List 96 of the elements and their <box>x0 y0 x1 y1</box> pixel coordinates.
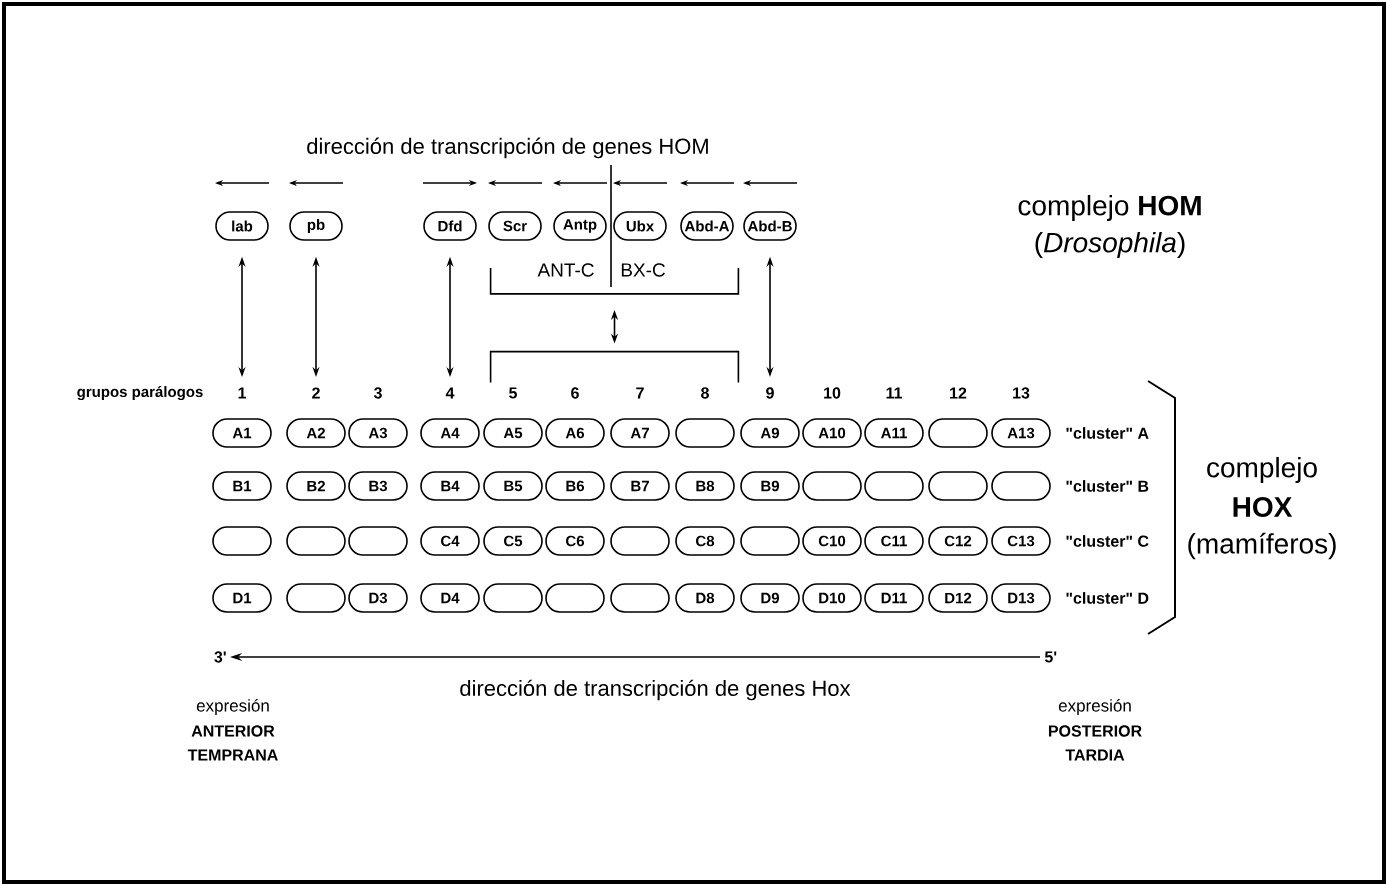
gene-pill: C4 <box>420 526 480 556</box>
gene-pill: Ubx <box>613 211 667 241</box>
gene-pill: lab <box>215 211 269 241</box>
expression-label: TEMPRANA <box>187 749 278 761</box>
row-label: "cluster" D <box>1066 592 1149 604</box>
group-number: 5 <box>509 387 517 399</box>
gene-pill: D8 <box>675 583 735 613</box>
gene-pill: A10 <box>802 418 862 448</box>
group-number: 2 <box>312 387 320 399</box>
gene-pill: C8 <box>675 526 735 556</box>
complex-label: (Drosophila) <box>1035 231 1185 259</box>
gene-pill: D13 <box>991 583 1051 613</box>
group-number: 12 <box>950 387 967 399</box>
gene-pill: B8 <box>675 471 735 501</box>
gene-pill: B7 <box>610 471 670 501</box>
gene-pill <box>483 583 543 613</box>
axis-caption: dirección de transcripción de genes Hox <box>460 679 851 701</box>
gene-pill <box>675 418 735 448</box>
expression-label: expresión <box>1058 698 1131 715</box>
gene-pill <box>610 526 670 556</box>
gene-pill: Abd-B <box>743 211 797 241</box>
gene-pill: A7 <box>610 418 670 448</box>
gene-pill: D1 <box>212 583 272 613</box>
gene-pill: C11 <box>864 526 924 556</box>
end-label: 5' <box>1044 651 1057 663</box>
group-number: 8 <box>701 387 709 399</box>
gene-pill: A4 <box>420 418 480 448</box>
gene-pill: C12 <box>928 526 988 556</box>
gene-pill: B2 <box>286 471 346 501</box>
gene-pill: D9 <box>740 583 800 613</box>
gene-pill <box>740 526 800 556</box>
complex-label: (mamíferos) <box>1188 532 1336 560</box>
gene-pill: B1 <box>212 471 272 501</box>
gene-pill: A6 <box>545 418 605 448</box>
gene-pill: A1 <box>212 418 272 448</box>
bracket <box>489 350 740 384</box>
complex-label: HOX <box>1233 497 1293 517</box>
gene-pill <box>610 583 670 613</box>
gene-pill <box>928 418 988 448</box>
gene-pill: B5 <box>483 471 543 501</box>
row-label: grupos parálogos <box>77 385 203 401</box>
gene-pill: A2 <box>286 418 346 448</box>
group-number: 4 <box>445 387 455 399</box>
gene-pill: pb <box>289 211 343 241</box>
gene-pill: Antp <box>553 211 607 241</box>
gene-pill <box>286 526 346 556</box>
gene-pill <box>545 583 605 613</box>
gene-pill: C13 <box>991 526 1051 556</box>
gene-pill <box>864 471 924 501</box>
gene-pill: B9 <box>740 471 800 501</box>
group-number: 13 <box>1013 387 1030 399</box>
end-label: 3' <box>214 651 226 663</box>
gene-pill: A9 <box>740 418 800 448</box>
gene-pill: D4 <box>420 583 480 613</box>
gene-pill: D12 <box>928 583 988 613</box>
group-number: 1 <box>238 387 246 399</box>
row-label: "cluster" C <box>1066 535 1149 547</box>
gene-pill <box>348 526 408 556</box>
gene-pill: A13 <box>991 418 1051 448</box>
gene-pill: D10 <box>802 583 862 613</box>
gene-pill: B4 <box>420 471 480 501</box>
expression-label: expresión <box>196 698 269 715</box>
gene-pill <box>212 526 272 556</box>
gene-pill: Scr <box>488 211 542 241</box>
gene-pill: C6 <box>545 526 605 556</box>
gene-pill: D11 <box>864 583 924 613</box>
gene-pill: A5 <box>483 418 543 448</box>
cluster-name: BX-C <box>621 263 665 277</box>
gene-pill: C10 <box>802 526 862 556</box>
row-label: "cluster" A <box>1066 427 1149 439</box>
gene-pill <box>991 471 1051 501</box>
gene-pill <box>286 583 346 613</box>
expression-label: ANTERIOR <box>191 725 275 737</box>
gene-pill: C5 <box>483 526 543 556</box>
group-number: 11 <box>886 387 902 399</box>
gene-pill <box>802 471 862 501</box>
gene-pill: B6 <box>545 471 605 501</box>
gene-pill: A3 <box>348 418 408 448</box>
gene-pill: D3 <box>348 583 408 613</box>
group-number: 7 <box>636 387 644 399</box>
group-number: 10 <box>824 387 841 399</box>
gene-pill: A11 <box>864 418 924 448</box>
expression-label: TARDIA <box>1065 749 1125 761</box>
row-label: "cluster" B <box>1066 480 1149 492</box>
group-number: 6 <box>571 387 579 399</box>
cluster-name: ANT-C <box>537 263 594 277</box>
gene-pill <box>928 471 988 501</box>
gene-pill: Dfd <box>423 211 477 241</box>
group-number: 3 <box>373 387 382 399</box>
complex-label: complejo <box>1207 456 1317 484</box>
expression-label: POSTERIOR <box>1048 725 1142 737</box>
complex-label: complejo HOM <box>1018 194 1201 222</box>
heading: dirección de transcripción de genes HOM <box>307 137 708 159</box>
gene-pill: Abd-A <box>680 211 734 241</box>
group-number: 9 <box>766 387 774 399</box>
gene-pill: B3 <box>348 471 408 501</box>
